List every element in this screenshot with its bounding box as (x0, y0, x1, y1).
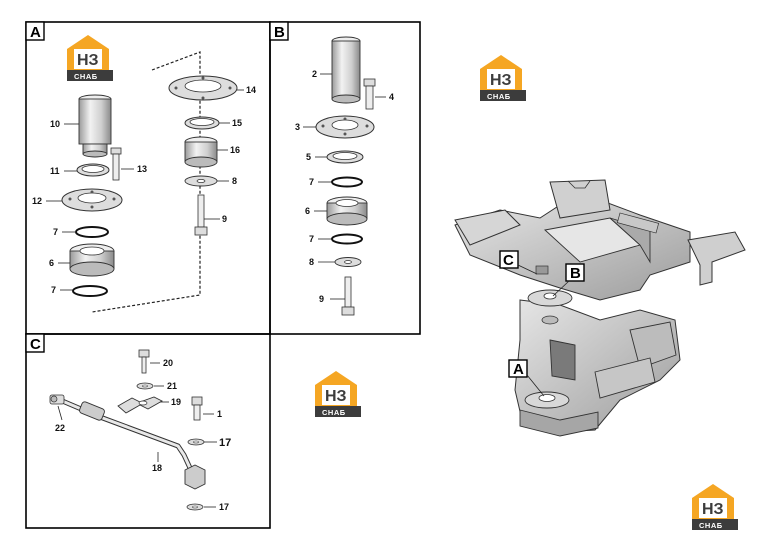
callout-c-18: 18 (152, 463, 162, 473)
callout-a-14: 14 (246, 85, 256, 95)
callout-b-8: 8 (309, 257, 314, 267)
callout-b-7-lower: 7 (309, 234, 314, 244)
part-9-bolt-a (194, 194, 208, 236)
machine-label-b: B (570, 265, 581, 282)
callout-c-17-lower: 17 (219, 502, 229, 512)
panel-a-letter-box: A (25, 21, 45, 41)
callout-a-15: 15 (232, 118, 242, 128)
part-12-flange (61, 188, 123, 212)
callout-c-20: 20 (163, 358, 173, 368)
callout-b-9: 9 (319, 294, 324, 304)
part-tube-sleeve (79, 401, 105, 421)
brand-logo-3: НЗ СНАБ (315, 371, 361, 417)
part-17-washer-lower (186, 503, 204, 511)
callout-b-5: 5 (306, 152, 311, 162)
brand-logo-mark: НЗ (702, 501, 724, 518)
part-3-flange (315, 115, 375, 139)
part-10-pin (78, 94, 112, 158)
callout-a-6: 6 (49, 258, 54, 268)
part-14-flange (168, 75, 238, 101)
part-5-seal (326, 150, 364, 164)
part-21-washer (136, 382, 154, 390)
part-1-fitting (191, 396, 203, 421)
callout-b-6: 6 (305, 206, 310, 216)
brand-logo-4: НЗ СНАБ (692, 484, 738, 530)
part-8-washer-b (334, 257, 362, 267)
part-15-seal (184, 116, 220, 130)
part-22-fitting (49, 394, 65, 405)
callout-b-7-upper: 7 (309, 177, 314, 187)
callout-b-2: 2 (312, 69, 317, 79)
part-7-oring-b-lower (331, 233, 363, 245)
brand-logo-text: СНАБ (699, 521, 723, 530)
part-16-sleeve (184, 136, 218, 168)
part-6-bearing-a (69, 243, 115, 277)
panel-c-frame (25, 333, 271, 529)
callout-a-7-lower: 7 (51, 285, 56, 295)
brand-logo-text: СНАБ (74, 72, 98, 81)
panel-c-letter: C (30, 336, 41, 353)
callout-a-10: 10 (50, 119, 60, 129)
part-7-oring-b-upper (331, 176, 363, 188)
callout-c-1: 1 (217, 409, 222, 419)
brand-logo-text: СНАБ (487, 92, 511, 101)
callout-a-7-upper: 7 (53, 227, 58, 237)
callout-a-9: 9 (222, 214, 227, 224)
panel-a-dashed-connector (91, 51, 201, 313)
brand-logo-1: НЗ СНАБ (67, 35, 113, 81)
machine-label-c: C (503, 252, 514, 269)
brand-logo-mark: НЗ (490, 72, 512, 89)
callout-a-13: 13 (137, 164, 147, 174)
machine-label-b-box: B (565, 263, 585, 282)
callout-c-19: 19 (171, 397, 181, 407)
callout-c-21: 21 (167, 381, 177, 391)
panel-b-letter: B (274, 24, 285, 41)
brand-logo-mark: НЗ (325, 388, 347, 405)
machine-label-a-box: A (508, 359, 528, 378)
part-13-bolt (110, 147, 122, 181)
part-6-bearing-b (326, 196, 368, 226)
machine-label-c-box: C (499, 250, 519, 269)
part-17-washer-upper (187, 438, 205, 446)
machine-label-a: A (513, 361, 524, 378)
brand-logo-2: НЗ СНАБ (480, 55, 526, 101)
part-4-bolt (363, 78, 376, 110)
part-7-oring-a-upper (75, 226, 109, 238)
part-11-ring (76, 163, 110, 177)
part-9-bolt-b (341, 276, 355, 316)
brand-logo-text: СНАБ (322, 408, 346, 417)
part-19-clamp (117, 396, 163, 414)
callout-a-16: 16 (230, 145, 240, 155)
part-block (184, 464, 206, 490)
callout-a-8: 8 (232, 176, 237, 186)
part-7-oring-a-lower (72, 285, 108, 297)
part-20-bolt (138, 349, 150, 374)
callout-b-4: 4 (389, 92, 394, 102)
callout-a-11: 11 (50, 166, 60, 176)
callout-b-3: 3 (295, 122, 300, 132)
part-2-pin (331, 36, 361, 104)
callout-c-22: 22 (55, 423, 65, 433)
callout-a-12: 12 (32, 196, 42, 206)
panel-c-letter-box: C (25, 333, 45, 353)
panel-b-letter-box: B (269, 21, 289, 41)
part-8-washer-a (184, 175, 218, 187)
panel-b-frame (269, 21, 421, 335)
brand-logo-mark: НЗ (77, 52, 99, 69)
callout-c-17-upper: 17 (219, 437, 231, 449)
machine-assembly-illustration (454, 179, 746, 437)
panel-a-letter: A (30, 24, 41, 41)
